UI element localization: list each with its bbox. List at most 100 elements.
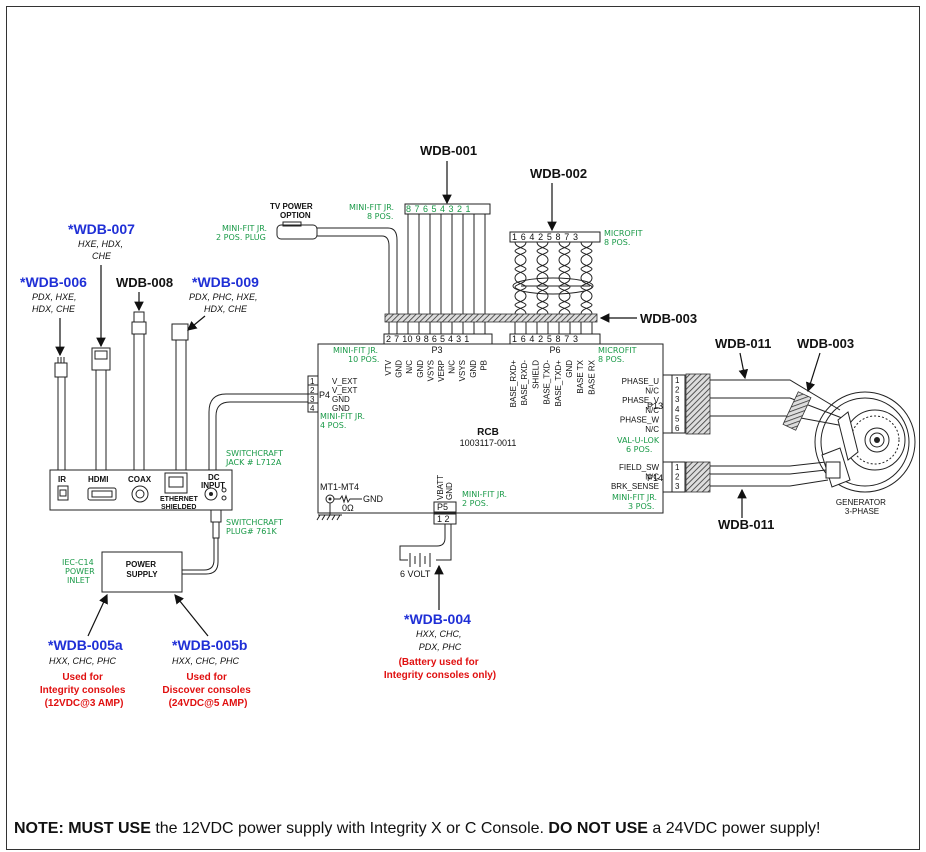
p6sig-item: GND [565,360,574,378]
p3sig-item: VTV [384,359,393,375]
p3sig-item: PB [479,360,488,371]
p4sig-item: V_EXT [332,386,357,395]
minifit-10pos-label: MINI-FIT JR. 10 POS. [333,346,381,364]
wdb-007-models: HXE, HDX, CHE [78,239,126,261]
io-ethernet-label: ETHERNET SHIELDED [160,496,200,511]
p13sig-item: PHASE_U [622,377,660,386]
p4sig-item: GND [332,395,350,404]
p13pins-item: 1 [675,376,680,385]
panel-cables [54,311,308,470]
generator [814,391,916,493]
wdb-005a-arrow [87,593,108,637]
svg-text:P5: P5 [437,502,448,512]
power-supply-box [101,551,183,593]
p13pins-item: 5 [675,414,680,423]
wdb-003-top-label: WDB-003 [640,311,697,326]
tv-power-plug [276,221,318,240]
wdb-003-right-ferrite [782,391,812,431]
p6sig-item: BASE_TXD+ [554,360,563,407]
generator-label: GENERATOR 3-PHASE [836,498,888,516]
io-coax-label: COAX [128,475,152,484]
p13sig-item: N/C [645,387,659,396]
p13pins-item: 2 [675,386,680,395]
p4sig-item: V_EXT [332,377,357,386]
p3sig-item: GND [416,360,425,378]
twisted-wire [536,241,549,315]
connector-p8-top: 8 7 6 5 4 3 2 1 [404,203,491,215]
p3sig-item: VSYS [458,360,467,381]
svg-text:P6: P6 [549,345,560,355]
p3sig-item: GND [395,360,404,378]
power-supply-label: POWER SUPPLY [126,560,159,579]
p13sig-item: PHASE_W [620,415,660,424]
twisted-wire [514,241,527,315]
p13pins-item: 6 [675,424,680,433]
wdb-003-right-label: WDB-003 [797,336,854,351]
p4pins-item: 1 [310,377,315,386]
twisted-wire [514,241,527,315]
wdb-006-models: PDX, HXE, HDX, CHE [32,292,79,314]
p13sig-item: N/C [645,425,659,434]
mounting-ground: MT1-MT4 GND 0Ω [316,482,384,521]
wdb-011-top-arrow [738,352,749,380]
svg-text:1 6 4 2 5 8 7 3: 1 6 4 2 5 8 7 3 [512,232,579,242]
svg-text:0Ω: 0Ω [342,503,354,513]
wdb-003-ferrite-strip [384,313,598,323]
p6sig-item: SHIELD [531,360,540,389]
diagram-frame [6,6,920,850]
wdb-011-wires [710,379,845,487]
connector-p13 [662,374,686,434]
switchcraft-plug-label: SWITCHCRAFT PLUG# 761K [226,518,286,536]
io-panel-ports [57,472,227,503]
twisted-wire [580,241,593,315]
note-do-not-use: DO NOT USE [548,820,648,837]
p6sig-item: BASE_TXD- [543,360,552,405]
p3sig-item: N/C [448,360,457,374]
p6sig-item: BASE_RXD+ [509,360,518,408]
wdb-005a-note: Used for Integrity consoles (12VDC@3 AMP… [40,672,128,709]
p5-vbatt-label: VBATT [436,475,445,500]
connector-p6: 1 6 4 2 5 8 7 3 P6 [509,333,601,355]
note-text-1: the 12VDC power supply with Integrity X … [150,820,549,837]
p4sig-item: GND [332,404,350,413]
wdb-002-twisted-pairs [514,241,593,334]
p6sig-item: BASE_RXD- [520,360,529,406]
microfit-p6-label: MICROFIT 8 POS. [598,346,639,364]
wdb-011-ferrite-lower [685,461,711,493]
battery-label: 6 VOLT [400,569,431,579]
dc-plug-cable [182,509,222,575]
p4pins-item: 2 [310,386,315,395]
wdb-011-bottom-label: WDB-011 [718,517,774,532]
p14pins-item: 2 [675,473,680,482]
wdb-002-shield [512,277,594,295]
p3sig-item: VERP [437,360,446,382]
svg-text:2 7 10 9 8 6 5 4 3 1: 2 7 10 9 8 6 5 4 3 1 [386,334,470,344]
p4pins-item: 4 [310,404,315,413]
io-panel [49,469,233,511]
p13sig-item: N/C [645,406,659,415]
p3sig-item: N/C [405,360,414,374]
wdb-011-ferrite-upper [685,373,711,435]
wdb-005b-arrow [174,594,209,637]
note-must-use: MUST USE [68,820,151,837]
p14sig-item: FIELD_SW [619,463,659,472]
wdb-003-right-arrow [805,352,821,393]
wdb-007-label: *WDB-007 [68,221,135,237]
wdb-009-label: *WDB-009 [192,274,259,290]
p13-name: P13 [647,401,663,411]
iec-inlet-label: IEC-C14 POWER INLET [62,558,97,585]
connector-p14 [662,461,686,493]
svg-text:8 7 6 5 4 3 2 1: 8 7 6 5 4 3 2 1 [406,204,471,214]
microfit-top-label: MICROFIT 8 POS. [604,229,645,247]
note-prefix: NOTE: [14,820,69,837]
tv-power-option-label: TV POWER OPTION [270,202,315,220]
connector-p6-top: 1 6 4 2 5 8 7 3 [509,231,601,243]
p14pins-item: 1 [675,463,680,472]
svg-text:GND: GND [363,494,384,504]
wdb-008-label: WDB-008 [116,275,173,290]
svg-text:1 6 4 2 5 8 7 3: 1 6 4 2 5 8 7 3 [512,334,579,344]
svg-text:1 2: 1 2 [437,514,450,524]
